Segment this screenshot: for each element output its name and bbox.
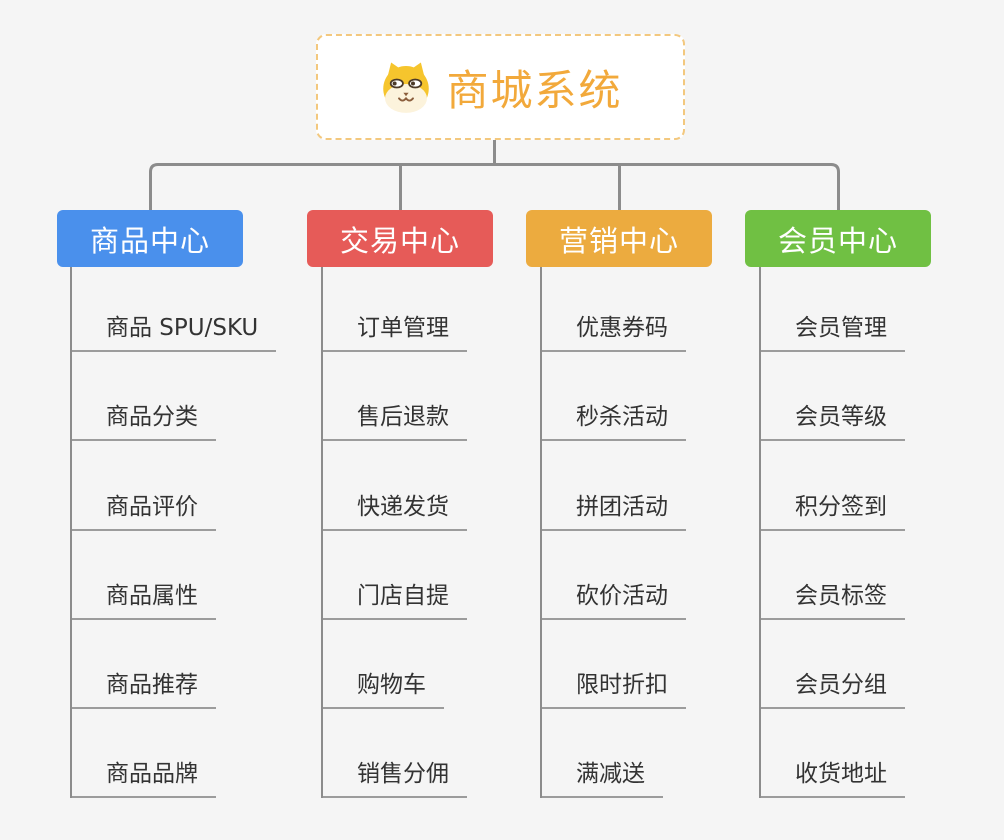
leaf-node[interactable]: 积分签到 — [761, 487, 905, 531]
branch-node-member-center[interactable]: 会员中心 — [745, 210, 931, 267]
leaf-node[interactable]: 售后退款 — [323, 397, 467, 441]
branch-node-product-center[interactable]: 商品中心 — [57, 210, 243, 267]
leaf-node[interactable]: 会员分组 — [761, 665, 905, 709]
leaf-node[interactable]: 会员等级 — [761, 397, 905, 441]
branch-node-trade-center[interactable]: 交易中心 — [307, 210, 493, 267]
leaf-node[interactable]: 快递发货 — [323, 487, 467, 531]
leaf-node[interactable]: 满减送 — [542, 754, 663, 798]
leaf-node[interactable]: 门店自提 — [323, 576, 467, 620]
branch-items-member-center: 会员管理 会员等级 积分签到 会员标签 会员分组 收货地址 — [759, 267, 905, 798]
leaf-node[interactable]: 拼团活动 — [542, 487, 686, 531]
leaf-node[interactable]: 砍价活动 — [542, 576, 686, 620]
leaf-node[interactable]: 会员标签 — [761, 576, 905, 620]
branch-items-marketing-center: 优惠券码 秒杀活动 拼团活动 砍价活动 限时折扣 满减送 — [540, 267, 686, 798]
leaf-node[interactable]: 会员管理 — [761, 308, 905, 352]
branch-items-product-center: 商品 SPU/SKU 商品分类 商品评价 商品属性 商品推荐 商品品牌 — [70, 267, 277, 798]
root-node[interactable]: 商城系统 — [316, 34, 685, 140]
leaf-node[interactable]: 秒杀活动 — [542, 397, 686, 441]
leaf-node[interactable]: 收货地址 — [761, 754, 905, 798]
root-title: 商城系统 — [446, 65, 623, 115]
leaf-node[interactable]: 优惠券码 — [542, 308, 686, 352]
branch-items-trade-center: 订单管理 售后退款 快递发货 门店自提 购物车 销售分佣 — [321, 267, 467, 798]
leaf-node[interactable]: 商品评价 — [72, 487, 216, 531]
leaf-node[interactable]: 商品 SPU/SKU — [72, 308, 277, 352]
leaf-node[interactable]: 商品品牌 — [72, 754, 216, 798]
leaf-node[interactable]: 销售分佣 — [323, 754, 467, 798]
leaf-node[interactable]: 商品推荐 — [72, 665, 216, 709]
leaf-node[interactable]: 订单管理 — [323, 308, 467, 352]
leaf-node[interactable]: 限时折扣 — [542, 665, 686, 709]
shiba-dog-icon — [378, 59, 434, 115]
leaf-node[interactable]: 商品属性 — [72, 576, 216, 620]
branch-node-marketing-center[interactable]: 营销中心 — [526, 210, 712, 267]
leaf-node[interactable]: 商品分类 — [72, 397, 216, 441]
leaf-node[interactable]: 购物车 — [323, 665, 444, 709]
